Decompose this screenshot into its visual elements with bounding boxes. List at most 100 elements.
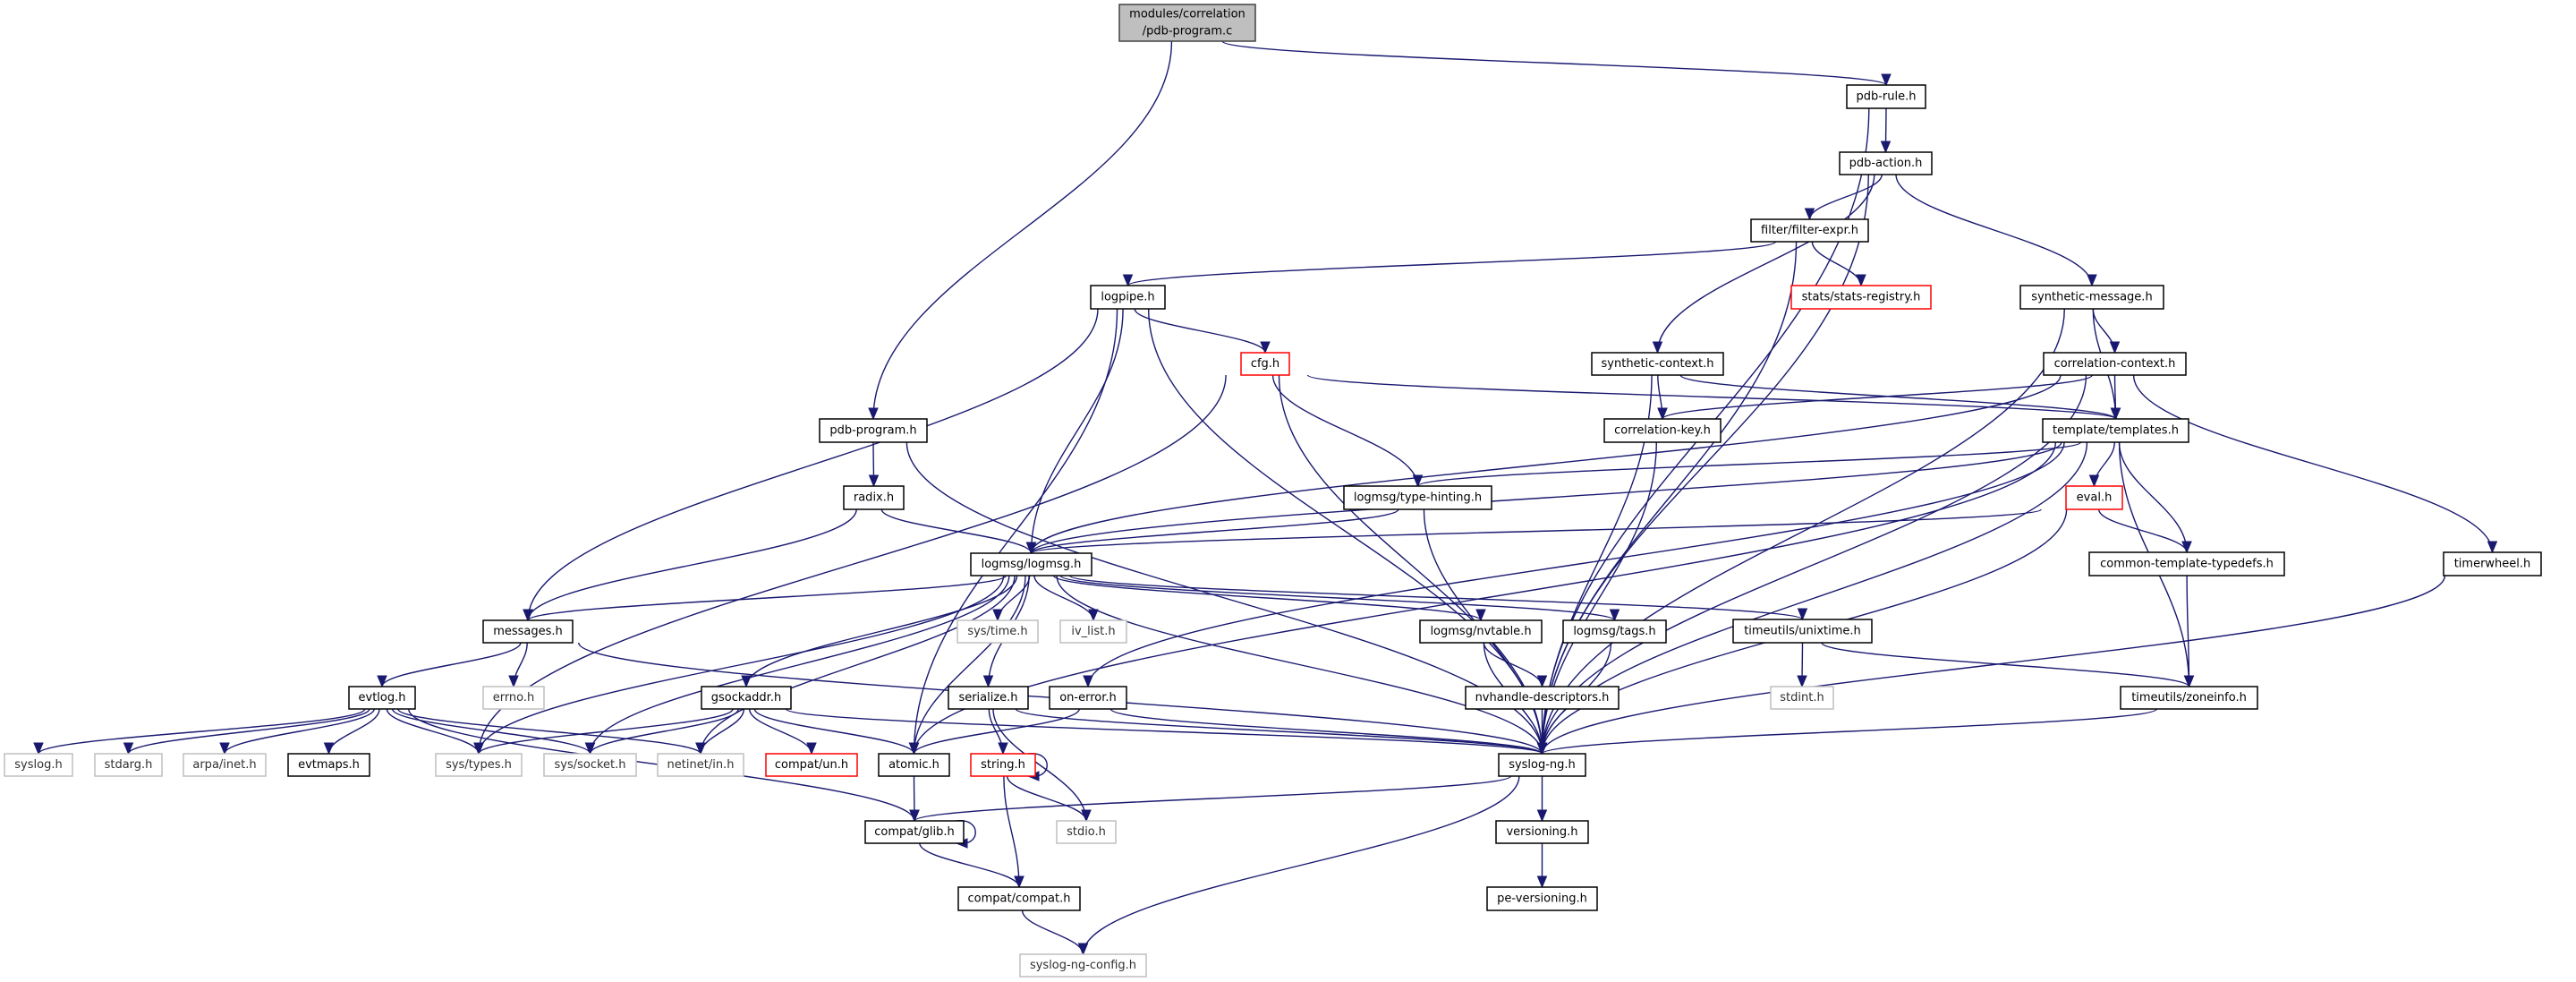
node-stdarg-h[interactable]: stdarg.h [94, 753, 163, 777]
node-box [948, 686, 1029, 710]
node-stats-stats-registry-h[interactable]: stats/stats-registry.h [1790, 285, 1932, 310]
node-label: eval.h [2077, 491, 2113, 505]
node-label: stdint.h [1780, 691, 1824, 704]
edge-pdbrule-to-pdbaction-arrowhead [1880, 141, 1892, 154]
node-sys-types-h[interactable]: sys/types.h [435, 753, 523, 777]
node-pe-versioning-h[interactable]: pe-versioning.h [1486, 886, 1598, 911]
edge-zoneinfo-to-syslogng [1541, 708, 2158, 755]
node-radix-h[interactable]: radix.h [843, 485, 905, 510]
node-synthetic-message-h[interactable]: synthetic-message.h [2019, 285, 2164, 310]
node-label: synthetic-message.h [2031, 291, 2152, 304]
node-compat-glib-h[interactable]: compat/glib.h [864, 820, 965, 844]
edge-syslogng-to-glib-arrowhead [909, 809, 920, 823]
edges-layer [33, 40, 2498, 956]
node-compat-compat-h[interactable]: compat/compat.h [957, 886, 1081, 911]
node-box [1090, 285, 1166, 310]
edge-onerror-to-syslogng [1109, 708, 1543, 755]
edge-evtlog-to-stdarg-arrowhead [123, 742, 134, 756]
edge-evtlog-to-evtmaps-arrowhead [323, 742, 335, 756]
node-cfg-h[interactable]: cfg.h [1240, 352, 1290, 376]
node-stdio-h[interactable]: stdio.h [1056, 820, 1117, 844]
node-filter-filter-expr-h[interactable]: filter/filter-expr.h [1750, 218, 1869, 243]
node-string-h[interactable]: string.h [970, 753, 1036, 777]
node-common-template-typedefs-h[interactable]: common-template-typedefs.h [2088, 551, 2285, 576]
node-box [2065, 485, 2123, 510]
edge-timerwheel-to-syslogng [1541, 575, 2446, 755]
node-timeutils-unixtime-h[interactable]: timeutils/unixtime.h [1732, 619, 1873, 644]
edge-nvtable-to-nvhandle [1483, 642, 1543, 687]
node-iv-list-h[interactable]: iv_list.h [1059, 619, 1127, 644]
node-logmsg-nvtable-h[interactable]: logmsg/nvtable.h [1419, 619, 1543, 644]
node-evtlog-h[interactable]: evtlog.h [348, 686, 416, 710]
edge-synctx-to-templates [1679, 374, 2117, 420]
node-atomic-h[interactable]: atomic.h [878, 753, 950, 777]
node-box [482, 686, 545, 710]
node-template-templates-h[interactable]: template/templates.h [2042, 418, 2189, 443]
node-label: stats/stats-registry.h [1802, 291, 1921, 304]
node-box [1486, 886, 1598, 911]
node-box [957, 886, 1081, 911]
edge-string-to-stdio [1006, 775, 1087, 822]
node-syslog-h[interactable]: syslog.h [4, 753, 73, 777]
node-synthetic-context-h[interactable]: synthetic-context.h [1591, 352, 1724, 376]
node-versioning-h[interactable]: versioning.h [1495, 820, 1589, 844]
node-eval-h[interactable]: eval.h [2065, 485, 2123, 510]
edge-logpipe-to-cfg [1134, 308, 1266, 354]
node-label: logpipe.h [1101, 291, 1154, 304]
node-label: versioning.h [1506, 825, 1577, 839]
node-logmsg-logmsg-h[interactable]: logmsg/logmsg.h [970, 552, 1092, 576]
node-label: compat/un.h [775, 758, 848, 772]
node-correlation-key-h[interactable]: correlation-key.h [1603, 418, 1722, 443]
edge-logmsg-to-unixtime [1068, 575, 1804, 620]
node-errno-h[interactable]: errno.h [482, 686, 545, 710]
node-netinet-in-h[interactable]: netinet/in.h [657, 753, 744, 777]
node-box [970, 552, 1092, 576]
node-box [435, 753, 523, 777]
edge-pdbaction-to-synmsg-arrowhead [2087, 274, 2097, 287]
edge-radix-to-logmsg [880, 508, 1033, 554]
edge-gsockaddr-to-compatun-arrowhead [806, 742, 817, 756]
edge-corrctx-to-corrkey [1662, 374, 2093, 420]
node-evtmaps-h[interactable]: evtmaps.h [287, 753, 370, 777]
node-syslog-ng-h[interactable]: syslog-ng.h [1498, 753, 1586, 777]
edge-pdbaction-to-synmsg [1895, 174, 2093, 286]
node-pdb-program-h[interactable]: pdb-program.h [819, 418, 928, 443]
node-box [864, 820, 965, 844]
edge-filterexpr-to-statsreg-arrowhead [1856, 274, 1866, 287]
node-syslog-ng-config-h[interactable]: syslog-ng-config.h [1019, 953, 1147, 978]
edge-gsockaddr-to-systypes [478, 708, 734, 755]
node-sys-time-h[interactable]: sys/time.h [956, 619, 1039, 644]
node-box [1562, 619, 1667, 644]
node-label: timeutils/unixtime.h [1744, 625, 1861, 638]
node-nvhandle-descriptors-h[interactable]: nvhandle-descriptors.h [1465, 686, 1620, 710]
edge-logmsg-to-ivlist-arrowhead [1088, 609, 1099, 622]
node-pdb-rule-h[interactable]: pdb-rule.h [1846, 84, 1926, 109]
node-modules-correlation[interactable]: modules/correlation/pdb-program.c [1118, 4, 1256, 42]
node-compat-un-h[interactable]: compat/un.h [765, 753, 858, 777]
edge-gsockaddr-to-compatun [748, 708, 812, 755]
edge-eval-to-cttypedefs-arrowhead [2181, 541, 2192, 554]
edge-eval-to-logmsg [1030, 508, 2042, 554]
node-gsockaddr-h[interactable]: gsockaddr.h [701, 686, 792, 710]
node-label: errno.h [493, 691, 535, 704]
node-logpipe-h[interactable]: logpipe.h [1090, 285, 1166, 310]
node-on-error-h[interactable]: on-error.h [1049, 686, 1127, 710]
node-logmsg-tags-h[interactable]: logmsg/tags.h [1562, 619, 1667, 644]
node-correlation-context-h[interactable]: correlation-context.h [2043, 352, 2187, 376]
node-pdb-action-h[interactable]: pdb-action.h [1839, 151, 1933, 175]
node-timerwheel-h[interactable]: timerwheel.h [2443, 551, 2542, 576]
node-messages-h[interactable]: messages.h [482, 619, 574, 644]
edge-gsockaddr-to-netinet-arrowhead [695, 742, 706, 756]
node-logmsg-type-hinting-h[interactable]: logmsg/type-hinting.h [1343, 485, 1492, 510]
node-sys-socket-h[interactable]: sys/socket.h [543, 753, 637, 777]
edge-logmsg-to-messages [527, 575, 1007, 621]
node-label: syslog-ng-config.h [1030, 959, 1136, 972]
edge-pdbaction-to-syslogng [1541, 174, 1869, 755]
node-stdint-h[interactable]: stdint.h [1770, 686, 1834, 710]
edge-templates-to-cttypedefs [2118, 441, 2188, 553]
edge-cfg-to-typehint [1271, 374, 1419, 487]
node-arpa-inet-h[interactable]: arpa/inet.h [183, 753, 267, 777]
node-timeutils-zoneinfo-h[interactable]: timeutils/zoneinfo.h [2120, 686, 2258, 710]
node-serialize-h[interactable]: serialize.h [948, 686, 1029, 710]
edge-evtlog-to-syslogh [38, 708, 366, 755]
